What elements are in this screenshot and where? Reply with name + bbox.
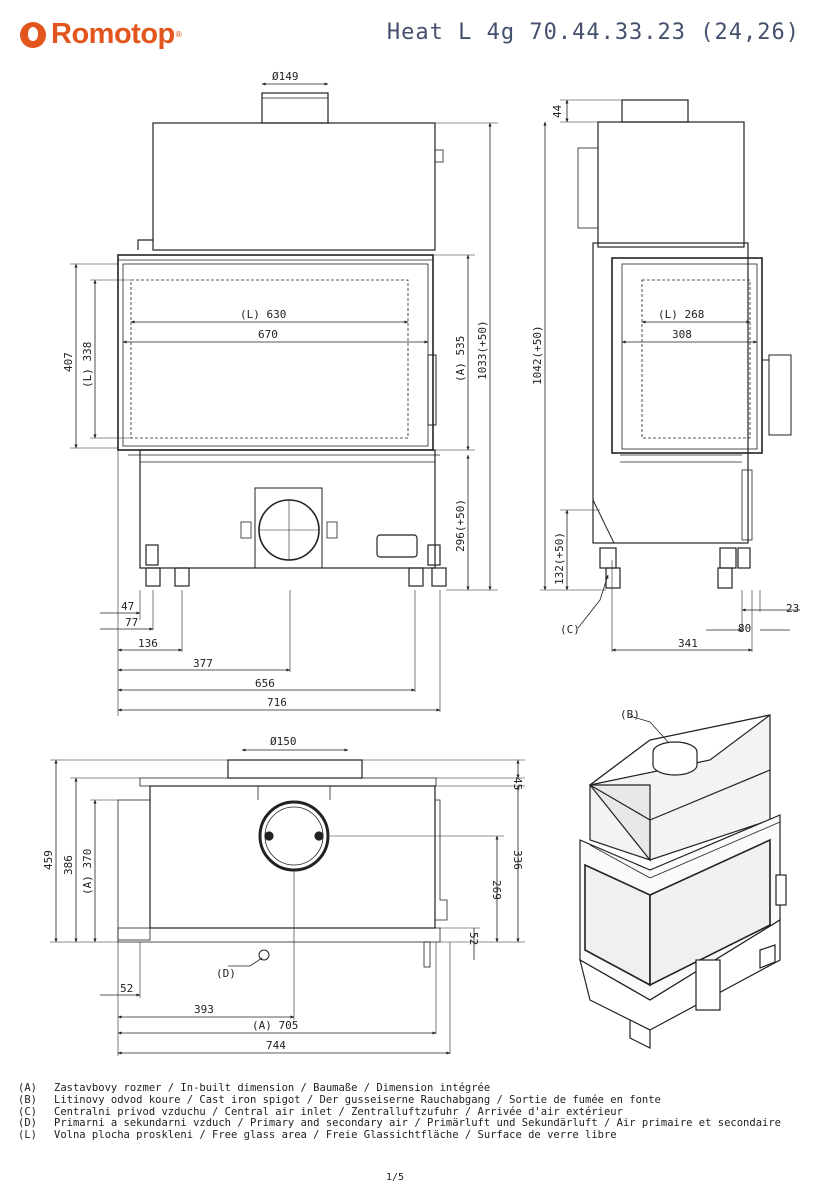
top-view-labels: Ø150 459 386 (A) 370 45 336 269 52 (D) 5… xyxy=(42,735,524,1052)
side-glass-width-dim: (L) 268 xyxy=(658,308,704,321)
side-air-inlet-height-dim: 132(+50) xyxy=(553,532,566,585)
front-frame-height-dim: (A) 535 xyxy=(454,336,467,382)
legend-text: Centralni privod vzduchu / Central air i… xyxy=(54,1105,623,1118)
front-door-height-dim: 407 xyxy=(62,352,75,372)
isometric-view xyxy=(579,714,787,1049)
side-dim-341: 341 xyxy=(678,637,698,650)
upper-housing xyxy=(152,122,436,251)
top-right-dim-269: 269 xyxy=(490,880,503,900)
top-flue-collar xyxy=(227,759,363,779)
front-firebox-width-dim: 670 xyxy=(258,328,278,341)
top-dim-393: 393 xyxy=(194,1003,214,1016)
side-firebox-width-dim: 308 xyxy=(672,328,692,341)
side-top-offset-dim: 44 xyxy=(551,104,564,118)
top-dim-744: 744 xyxy=(266,1039,286,1052)
glass-outline xyxy=(130,279,409,439)
top-view xyxy=(50,748,525,1056)
side-dim-23: 23 xyxy=(786,602,799,615)
front-glass-width-dim: (L) 630 xyxy=(240,308,286,321)
registered-mark: ® xyxy=(174,30,183,39)
top-flue-dim: Ø150 xyxy=(270,735,297,748)
top-right-dim-336: 336 xyxy=(511,850,524,870)
top-depth-2-dim: (A) 370 xyxy=(81,849,94,895)
page-header: Romotop ® Heat L 4g 70.44.33.23 (24,26) xyxy=(0,0,816,70)
side-door-frame xyxy=(611,257,763,454)
front-flue-dim: Ø149 xyxy=(272,70,299,83)
side-view-labels: 44 1042(+50) 132(+50) (C) (L) 268 308 23… xyxy=(531,104,799,650)
front-dim-716: 716 xyxy=(267,696,287,709)
legend-key: (C) xyxy=(18,1105,37,1118)
side-total-height-dim: 1042(+50) xyxy=(531,325,544,385)
legend: (A) Zastavbovy rozmer / In-built dimensi… xyxy=(18,1082,781,1142)
lower-body xyxy=(139,449,436,569)
side-dim-80: 80 xyxy=(738,622,751,635)
top-right-dim-45: 45 xyxy=(511,777,524,790)
side-upper-housing xyxy=(597,121,745,248)
top-depth-1-dim: 386 xyxy=(62,855,75,875)
page-number: 1/5 xyxy=(385,1172,405,1183)
front-dim-77: 77 xyxy=(125,616,138,629)
top-dim-52: 52 xyxy=(120,982,133,995)
front-view-labels: Ø149 (L) 630 670 (L) 338 407 (A) 535 103… xyxy=(62,70,489,709)
iso-view-labels: (B) xyxy=(620,708,640,721)
legend-text: Litinovy odvod koure / Cast iron spigot … xyxy=(54,1093,661,1106)
front-glass-height-dim: (L) 338 xyxy=(81,342,94,388)
legend-item: (L) Volna plocha proskleni / Free glass … xyxy=(18,1129,781,1142)
front-dim-377: 377 xyxy=(193,657,213,670)
front-base-height-dim: 296(+50) xyxy=(454,499,467,552)
legend-item: (D) Primarni a sekundarni vzduch / Prima… xyxy=(18,1118,781,1130)
front-dim-136: 136 xyxy=(138,637,158,650)
iso-spigot-label: (B) xyxy=(620,708,640,721)
side-air-inlet-label: (C) xyxy=(560,623,580,636)
front-view xyxy=(70,82,498,716)
legend-key: (L) xyxy=(18,1129,37,1142)
front-total-height-dim: 1033(+50) xyxy=(476,320,489,380)
legend-key: (B) xyxy=(18,1093,37,1106)
top-dim-705: (A) 705 xyxy=(252,1019,298,1032)
side-flue xyxy=(621,99,689,123)
door-frame xyxy=(117,254,434,451)
side-view xyxy=(540,99,800,652)
legend-item: (A) Zastavbovy rozmer / In-built dimensi… xyxy=(18,1082,781,1095)
model-title: Heat L 4g 70.44.33.23 (24,26) xyxy=(386,20,800,45)
brand-name: Romotop xyxy=(51,18,175,50)
top-depth-total-dim: 459 xyxy=(42,850,55,870)
legend-key: (D) xyxy=(18,1117,37,1130)
legend-text: Zastavbovy rozmer / In-built dimension /… xyxy=(54,1082,491,1094)
legend-text: Volna plocha proskleni / Free glass area… xyxy=(54,1129,617,1142)
top-air-label: (D) xyxy=(216,967,236,980)
flame-icon xyxy=(20,21,46,48)
flue-spigot xyxy=(261,92,329,124)
front-dim-656: 656 xyxy=(255,677,275,690)
legend-key: (A) xyxy=(18,1082,37,1094)
legend-item: (C) Centralni privod vzduchu / Central a… xyxy=(18,1105,781,1119)
brand-logo: Romotop ® xyxy=(20,18,183,51)
top-right-dim-52: 52 xyxy=(467,932,480,945)
legend-item: (B) Litinovy odvod koure / Cast iron spi… xyxy=(18,1093,781,1107)
side-body xyxy=(592,242,749,544)
front-dim-47: 47 xyxy=(121,600,134,613)
legend-text: Primarni a sekundarni vzduch / Primary a… xyxy=(54,1117,781,1130)
